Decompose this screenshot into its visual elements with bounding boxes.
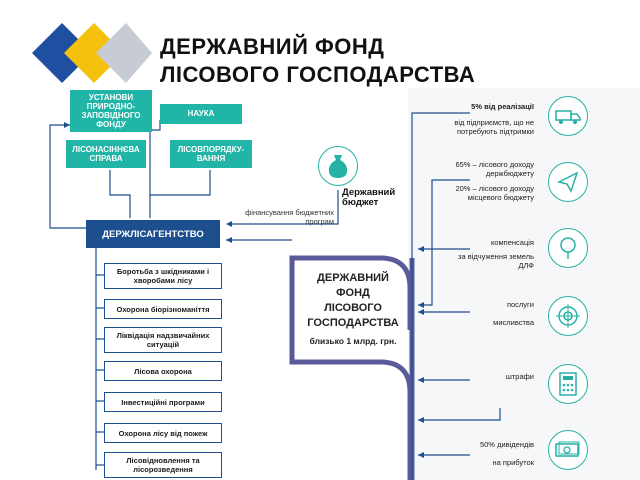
logo-icon (32, 23, 152, 83)
agency-to-reserve-line (49, 124, 96, 229)
box-planning: ЛІСОВПОРЯДКУ-ВАННЯ (170, 140, 252, 168)
source-title: послуги (506, 300, 534, 309)
target-icon (548, 296, 588, 336)
source-note: за відчуження земель ДЛФ (458, 252, 534, 271)
budget-label: Державний бюджет (342, 187, 396, 209)
agency-to-hunting-line (109, 170, 131, 218)
arrow-heads (418, 246, 424, 458)
budget-arrow-line (228, 190, 339, 225)
box-hunting: ЛІСОНАСІННЄВА СПРАВА (66, 140, 146, 168)
agency-to-science-line (149, 120, 161, 195)
fund-title-line2: ФОНД (336, 287, 370, 299)
source-note: від підприємств, що не потребують підтри… (454, 118, 534, 137)
agency-box: ДЕРЖЛІСАГЕНТСТВО (86, 220, 220, 248)
source-title: 65% – лісового доходу держбюджету (455, 160, 534, 179)
cash-icon (548, 430, 588, 470)
sources-background (408, 88, 640, 480)
source-title: штрафи (505, 372, 534, 381)
budget-financing: фінансування бюджетних програм (245, 208, 334, 226)
calculator-icon (548, 364, 588, 404)
tree-icon (548, 228, 588, 268)
box-reserve: УСТАНОВИ ПРИРОДНО-ЗАПОВІДНОГО ФОНДУ (70, 90, 152, 132)
task-item: Ліквідація надзвичайних ситуацій (104, 327, 222, 353)
task-item: Охорона лісу від пожеж (104, 423, 222, 443)
money-bag-icon (318, 146, 358, 186)
source-arrows (411, 112, 501, 480)
task-item: Боротьба з шкідниками і хворобами лісу (104, 263, 222, 289)
fund-title-line1: ДЕРЖАВНИЙ (317, 272, 389, 284)
page-title-line2: ЛІСОВОГО ГОСПОДАРСТВА (160, 62, 476, 87)
box-science: НАУКА (160, 104, 242, 124)
task-ticks (96, 274, 104, 466)
source-note: 20% – лісового доходу місцевого бюджету (455, 184, 534, 203)
paper-plane-icon (548, 162, 588, 202)
task-item: Інвестиційні програми (104, 392, 222, 412)
source-title: 50% дивідендів (479, 440, 534, 449)
agency-to-planning-line (149, 170, 211, 218)
source-arrow-line (411, 112, 470, 480)
task-item: Охорона біорізноманіття (104, 299, 222, 319)
truck-icon (548, 96, 588, 136)
task-item: Лісова охорона (104, 361, 222, 381)
source-arrow-line (418, 179, 470, 306)
fund-title-line3: ЛІСОВОГО (324, 302, 382, 314)
agency-arrows (49, 120, 339, 470)
source-title: компенсація (490, 238, 534, 247)
source-title: 5% від реалізації (471, 102, 534, 111)
source-note: мисливства (493, 318, 534, 327)
source-arrow-line (418, 408, 501, 421)
fund-title-line4: ГОСПОДАРСТВА (307, 317, 399, 329)
fund-amount: близько 1 млрд. грн. (309, 336, 397, 346)
agency-arrow-heads (64, 122, 232, 243)
page-title-line1: ДЕРЖАВНИЙ ФОНД (160, 34, 385, 59)
source-note: на прибуток (492, 458, 534, 467)
task-item: Лісовідновлення та лісорозведення (104, 452, 222, 478)
